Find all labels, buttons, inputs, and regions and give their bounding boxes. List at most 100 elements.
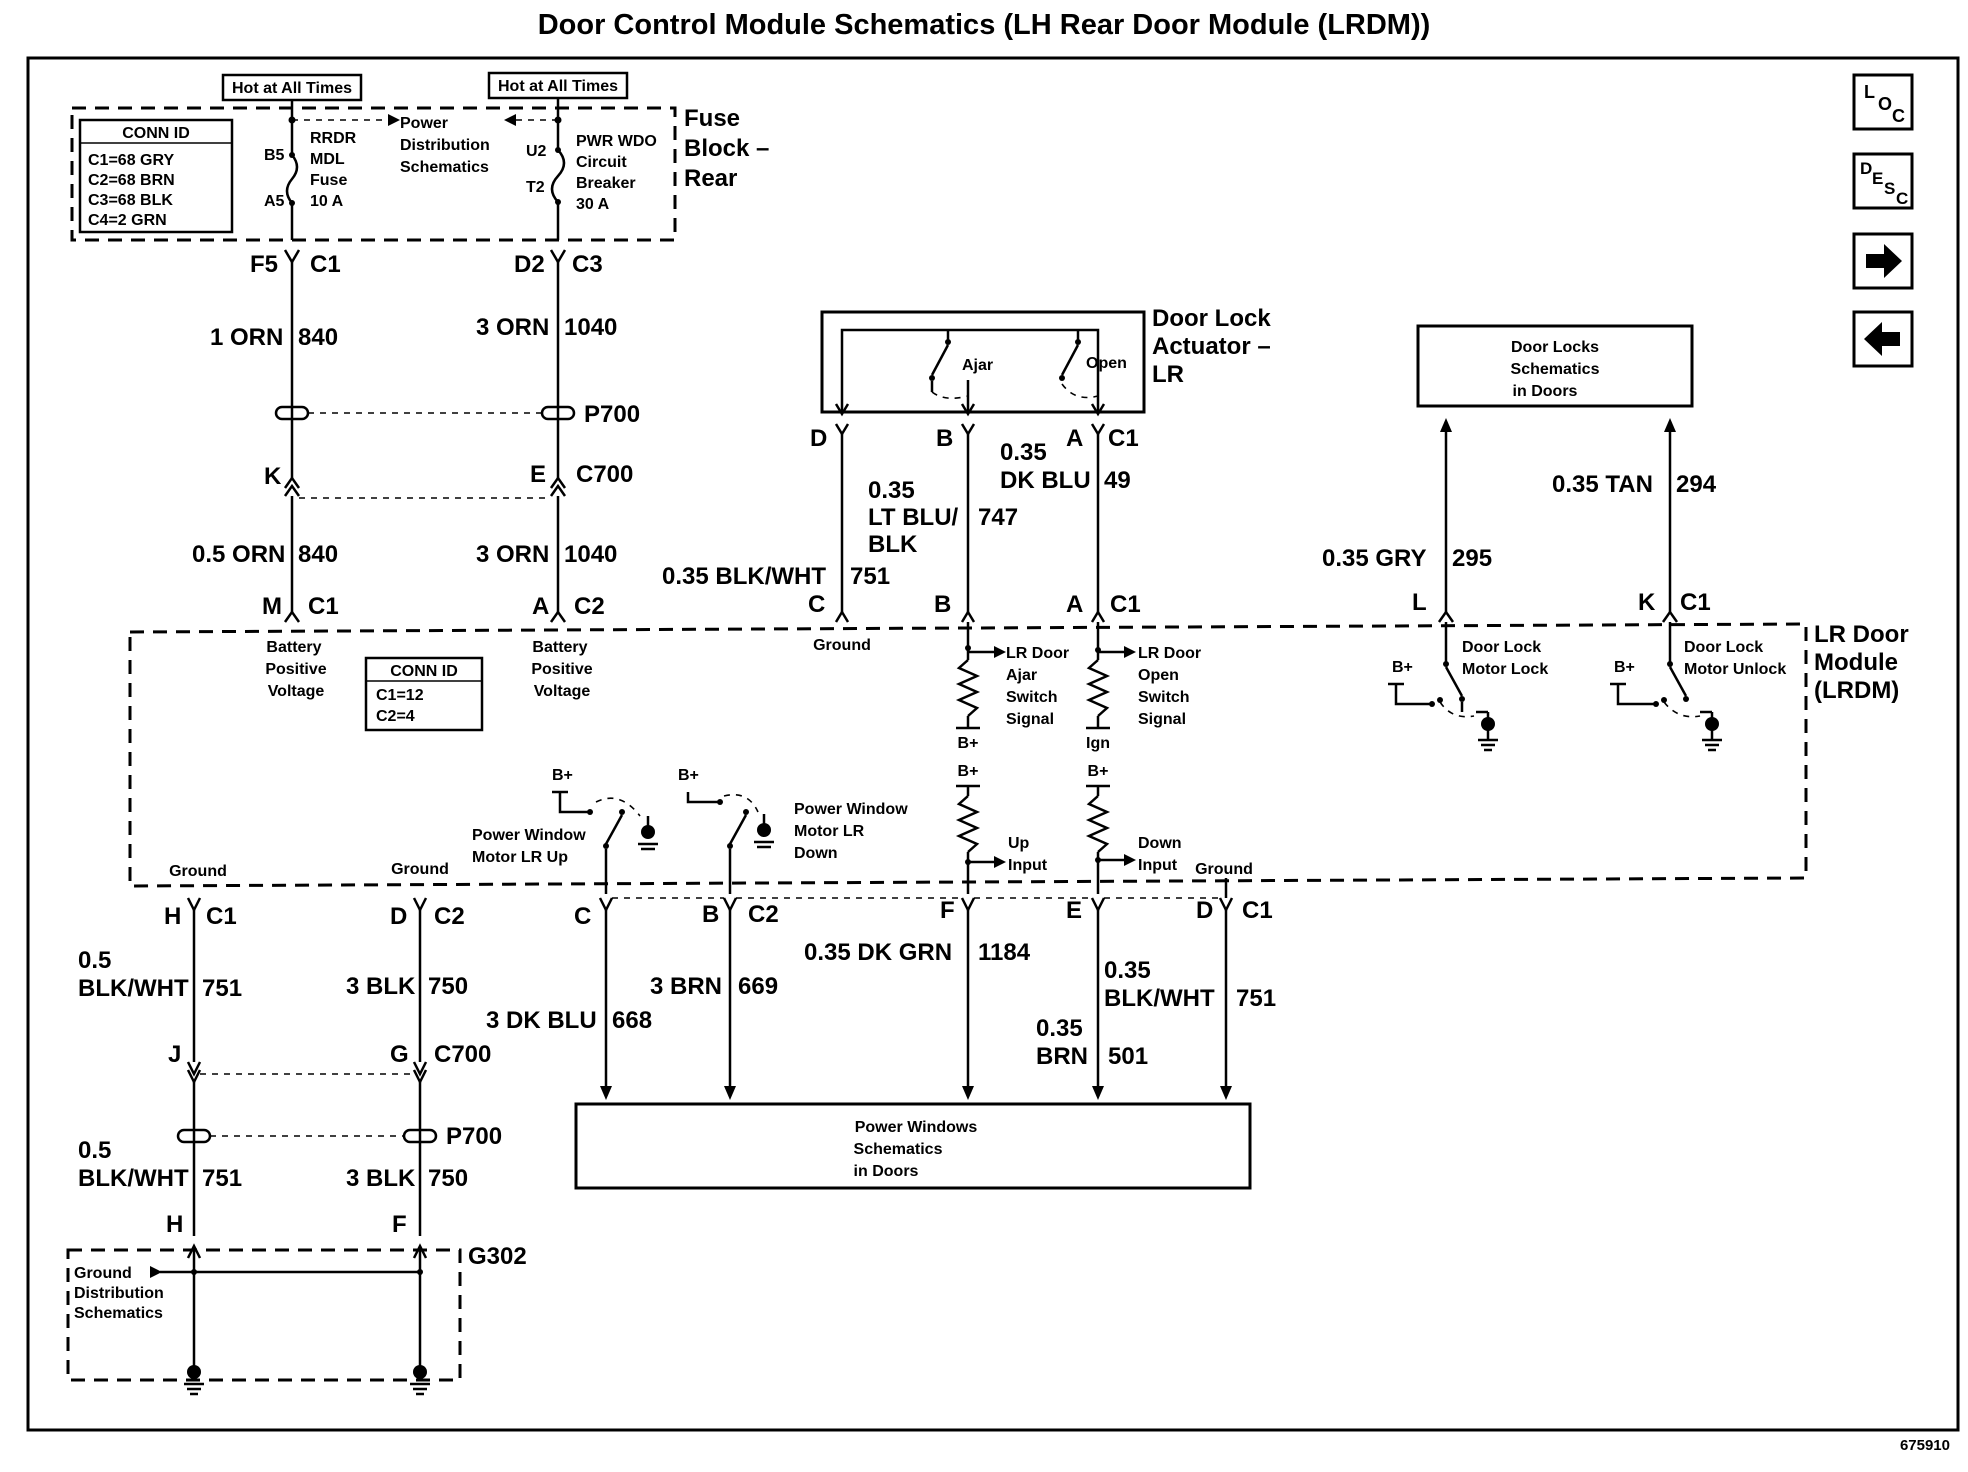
circuit-breaker-symbol bbox=[550, 149, 566, 203]
ground-label: Ground bbox=[169, 863, 227, 880]
desc-button[interactable]: D E S C bbox=[1852, 152, 1914, 210]
outer-frame bbox=[26, 56, 1960, 1432]
conn-c1: C1 bbox=[1242, 897, 1273, 924]
breaker-label: Circuit bbox=[576, 154, 627, 171]
fuse-conn-id-title: CONN ID bbox=[122, 125, 190, 142]
wire-color: 0.35 GRY bbox=[1322, 545, 1427, 572]
ign-label: Ign bbox=[1086, 735, 1110, 752]
pin-g: G bbox=[390, 1041, 409, 1068]
wire-color: 0.35 TAN bbox=[1552, 471, 1653, 498]
bpv-label: Positive bbox=[265, 661, 326, 678]
pin-c: C bbox=[574, 903, 591, 930]
up-input-label: Input bbox=[1008, 857, 1048, 874]
bottom-wiring: H C1 D C2 C B C2 F E D C1 3 DK BLU 668 3… bbox=[66, 878, 1276, 1396]
conn-c3: C3 bbox=[572, 251, 603, 278]
wire-color: LT BLU/ bbox=[868, 504, 959, 531]
ajar-signal-label: Signal bbox=[1006, 711, 1054, 728]
conn-c1: C1 bbox=[1108, 425, 1139, 452]
bpv-label: Battery bbox=[532, 639, 587, 656]
pin-c: C bbox=[808, 591, 825, 618]
fuse-block-name-3: Rear bbox=[684, 165, 737, 192]
down-input-label: Down bbox=[1138, 835, 1182, 852]
desc-letter-s: S bbox=[1884, 179, 1895, 198]
splice-label-p700: P700 bbox=[446, 1123, 502, 1150]
wire-color: 0.5 bbox=[78, 1137, 111, 1164]
fuse-symbol bbox=[285, 154, 299, 204]
fuse-conn-id-line: C1=68 GRY bbox=[88, 152, 174, 169]
power-windows-box[interactable] bbox=[574, 1102, 1252, 1190]
pin-d: D bbox=[810, 425, 827, 452]
door-locks-text: Schematics bbox=[1511, 361, 1600, 378]
power-windows-text: in Doors bbox=[854, 1163, 919, 1180]
conn-c700: C700 bbox=[576, 461, 633, 488]
wire-circuit: 1040 bbox=[564, 314, 617, 341]
wire-color: BLK bbox=[868, 531, 918, 558]
pin-f: F bbox=[392, 1211, 407, 1238]
wire-color: 0.35 BLK/WHT bbox=[662, 563, 826, 590]
fuse-conn-id-line: C2=68 BRN bbox=[88, 172, 175, 189]
wire-color: 0.35 bbox=[1000, 439, 1047, 466]
loc-letter-o: O bbox=[1878, 94, 1892, 114]
fuse-block-name-2: Block – bbox=[684, 135, 769, 162]
pw-down-relay-switch bbox=[728, 814, 748, 845]
pin-f5: F5 bbox=[250, 251, 278, 278]
pin-b: B bbox=[702, 901, 719, 928]
pd-ref-3: Schematics bbox=[400, 159, 489, 176]
svg-text:Hot at All Times: Hot at All Times bbox=[498, 78, 618, 95]
wire-circuit: 669 bbox=[738, 973, 778, 1000]
open-label: Open bbox=[1086, 355, 1127, 372]
pin-a: A bbox=[532, 593, 549, 620]
wire-color: DK BLU bbox=[1000, 467, 1091, 494]
wire-color: 0.35 bbox=[1036, 1015, 1083, 1042]
power-windows-text: Power Windows bbox=[855, 1119, 978, 1136]
wire-color: 0.5 ORN bbox=[192, 541, 285, 568]
wire-color: 0.5 bbox=[78, 947, 111, 974]
fuse-conn-id-box bbox=[78, 118, 234, 234]
module-name: Module bbox=[1814, 649, 1898, 676]
next-button[interactable] bbox=[1852, 232, 1914, 290]
fuse-conn-id-line: C3=68 BLK bbox=[88, 192, 173, 209]
lock-relay-switch bbox=[1444, 666, 1464, 697]
wire-color: 1 ORN bbox=[210, 324, 283, 351]
bplus-label: B+ bbox=[1088, 763, 1109, 780]
wire-color: 3 BLK bbox=[346, 1165, 416, 1192]
down-input-label: Input bbox=[1138, 857, 1178, 874]
loc-button[interactable]: L O C bbox=[1852, 73, 1914, 131]
fuse1-label: RRDR bbox=[310, 130, 357, 147]
wire-color: 0.35 bbox=[1104, 957, 1151, 984]
wire-circuit: 49 bbox=[1104, 467, 1131, 494]
wire-color: 3 ORN bbox=[476, 314, 549, 341]
conn-c1: C1 bbox=[310, 251, 341, 278]
ajar-switch bbox=[930, 344, 950, 376]
breaker-pin-t2: T2 bbox=[526, 179, 545, 196]
module-conn-id-line: C2=4 bbox=[376, 708, 415, 725]
pin-k: K bbox=[1638, 589, 1656, 616]
lock-motor-label: Door Lock bbox=[1462, 639, 1541, 656]
figure-number: 675910 bbox=[1900, 1437, 1950, 1454]
wire-circuit: 1040 bbox=[564, 541, 617, 568]
wire-circuit: 750 bbox=[428, 1165, 468, 1192]
prev-button[interactable] bbox=[1852, 310, 1914, 368]
module-outline bbox=[128, 622, 1808, 888]
left-feed-wires: F5 C1 D2 C3 1 ORN 840 3 ORN 1040 P700 K … bbox=[192, 249, 640, 623]
door-locks-box[interactable] bbox=[1416, 324, 1694, 408]
breaker-label: Breaker bbox=[576, 175, 636, 192]
wire-color: BLK/WHT bbox=[1104, 985, 1215, 1012]
fuse1-pin-b5: B5 bbox=[264, 147, 285, 164]
door-locks-text: in Doors bbox=[1513, 383, 1578, 400]
pin-j: J bbox=[168, 1041, 181, 1068]
pw-down-label: Motor LR bbox=[794, 823, 865, 840]
loc-letter-c: C bbox=[1892, 106, 1905, 126]
pin-e: E bbox=[530, 461, 546, 488]
fuse-block: Fuse Block – Rear CONN ID C1=68 GRY C2=6… bbox=[70, 71, 769, 242]
breaker-pin-u2: U2 bbox=[526, 143, 547, 160]
fuse1-pin-a5: A5 bbox=[264, 193, 285, 210]
ground-block-g302 bbox=[66, 1248, 462, 1382]
conn-c2: C2 bbox=[748, 901, 779, 928]
actuator-name: LR bbox=[1152, 361, 1184, 388]
pin-b: B bbox=[934, 591, 951, 618]
actuator-box bbox=[820, 310, 1146, 414]
pin-h: H bbox=[164, 903, 181, 930]
pin-l: L bbox=[1412, 589, 1427, 616]
power-windows-text: Schematics bbox=[854, 1141, 943, 1158]
